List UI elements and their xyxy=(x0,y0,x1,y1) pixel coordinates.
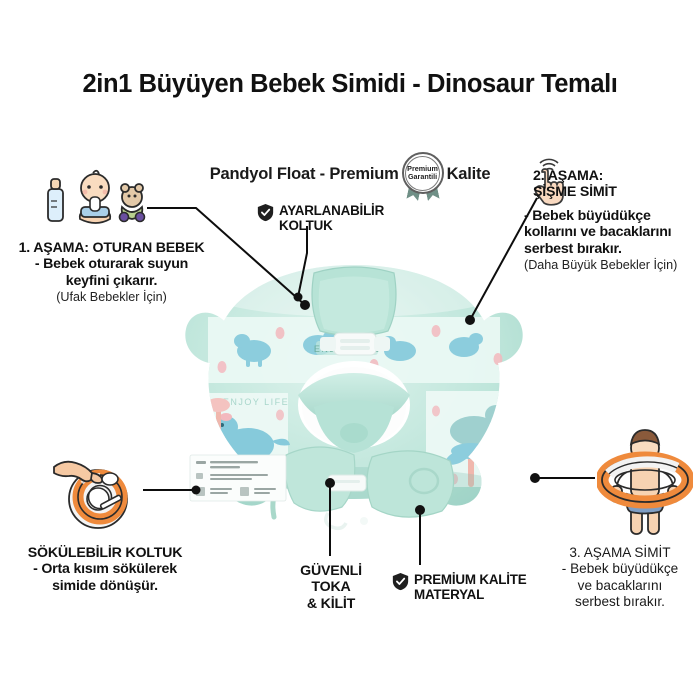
badge-ring-inner: Premium Garantili xyxy=(405,155,441,191)
baby-bottle-icon xyxy=(47,178,64,222)
detachable-heading: SÖKÜLEBİLİR KOLTUK xyxy=(27,545,183,561)
adjustable-seat-line2: KOLTUK xyxy=(279,218,333,234)
safety-clip xyxy=(324,512,368,531)
shield-check-icon xyxy=(257,203,274,227)
callout-premium-material: PREMİUM KALİTE MATERYAL xyxy=(392,572,527,603)
subtitle-left: Pandyol Float - Premium xyxy=(209,164,399,183)
shield-check-icon xyxy=(392,572,409,596)
callout-adjustable-seat: AYARLANABİLİR KOLTUK xyxy=(257,203,384,234)
adjustable-seat-text: AYARLANABİLİR KOLTUK xyxy=(279,203,384,234)
callout-detachable-seat: SÖKÜLEBİLİR KOLTUK - Orta kısım sökülere… xyxy=(0,545,210,594)
stage1-line1: - Bebek oturarak suyun xyxy=(34,256,189,273)
stage1-note: (Ufak Bebekler İçin) xyxy=(56,290,167,305)
care-label-patch xyxy=(189,454,287,502)
buckle-line2: TOKA xyxy=(311,579,351,596)
premium-material-text: PREMİUM KALİTE MATERYAL xyxy=(414,572,527,603)
hand-detach-ring-icon xyxy=(48,447,148,532)
safety-buckle-top xyxy=(320,332,390,356)
premium-material-line2: MATERYAL xyxy=(414,587,485,603)
badge-label-premium: Premium xyxy=(407,164,438,174)
buckle-line3: & KİLİT xyxy=(306,595,356,612)
stage2-heading-line1: 2. AŞAMA: xyxy=(533,168,604,184)
tap-hand-icon xyxy=(527,158,569,206)
premium-guarantee-badge-icon: Premium Garantili xyxy=(400,151,446,197)
teddy-bear-icon xyxy=(118,183,146,223)
subtitle-row: Pandyol Float - Premium Premium Garantil… xyxy=(0,151,700,197)
callout-safe-buckle: GÜVENLİ TOKA & KİLİT xyxy=(272,563,390,612)
svg-text:ENJOY LIFE: ENJOY LIFE xyxy=(223,397,289,407)
callout-stage1: 1. AŞAMA: OTURAN BEBEK - Bebek oturarak … xyxy=(4,240,219,306)
callout-stage2-body: - Bebek büyüdükçe kollarını ve bacakları… xyxy=(524,208,700,274)
premium-material-line1: PREMİUM KALİTE xyxy=(414,572,527,587)
stage2-line3: serbest bırakır. xyxy=(524,240,622,257)
stage2-line2: kollarını ve bacaklarını xyxy=(524,224,672,241)
callout-stage3: 3. AŞAMA SİMİT - Bebek büyüdükçe ve baca… xyxy=(540,545,700,610)
stage3-line2: ve bacaklarını xyxy=(577,577,663,593)
adjustable-seat-line1: AYARLANABİLİR xyxy=(279,203,385,218)
product-illustration: ENJOY LIFE ENJOY LIFE xyxy=(185,265,523,531)
baby-figure-icon xyxy=(78,169,112,224)
subtitle-right: Kalite xyxy=(446,164,491,183)
sitting-baby-icon xyxy=(40,167,150,232)
buckle-line1: GÜVENLİ xyxy=(300,563,362,579)
stage3-line1: - Bebek büyüdükçe xyxy=(561,561,679,577)
detachable-line2: simide dönüşür. xyxy=(52,577,158,594)
stage2-note: (Daha Büyük Bebekler İçin) xyxy=(524,258,678,273)
stage2-line1: - Bebek büyüdükçe xyxy=(524,208,651,224)
backrest-pillow xyxy=(311,266,397,337)
seat-flap xyxy=(270,446,367,520)
stage1-line2: keyfini çıkarır. xyxy=(65,272,158,289)
child-swim-ring-icon xyxy=(595,428,695,543)
stage2-heading-line2: ŞİŞME SİMİT xyxy=(533,184,617,201)
stage3-heading: 3. AŞAMA SİMİT xyxy=(569,545,671,560)
callout-stage2-heading: 2. AŞAMA: ŞİŞME SİMİT xyxy=(533,168,700,201)
product-image: ENJOY LIFE ENJOY LIFE xyxy=(168,255,540,555)
swim-ring xyxy=(595,451,695,509)
float-right-lobe xyxy=(366,450,455,518)
stage3-line3: serbest bırakır. xyxy=(575,593,665,609)
badge-label-garantili: Garantili xyxy=(407,172,438,181)
stage1-heading: 1. AŞAMA: OTURAN BEBEK xyxy=(18,240,205,256)
detachable-line1: - Orta kısım sökülerek xyxy=(33,561,177,578)
pull-tab-icon xyxy=(99,494,122,510)
page-title: 2in1 Büyüyen Bebek Simidi - Dinosaur Tem… xyxy=(82,70,618,98)
hand-grabbing-icon xyxy=(53,460,119,486)
